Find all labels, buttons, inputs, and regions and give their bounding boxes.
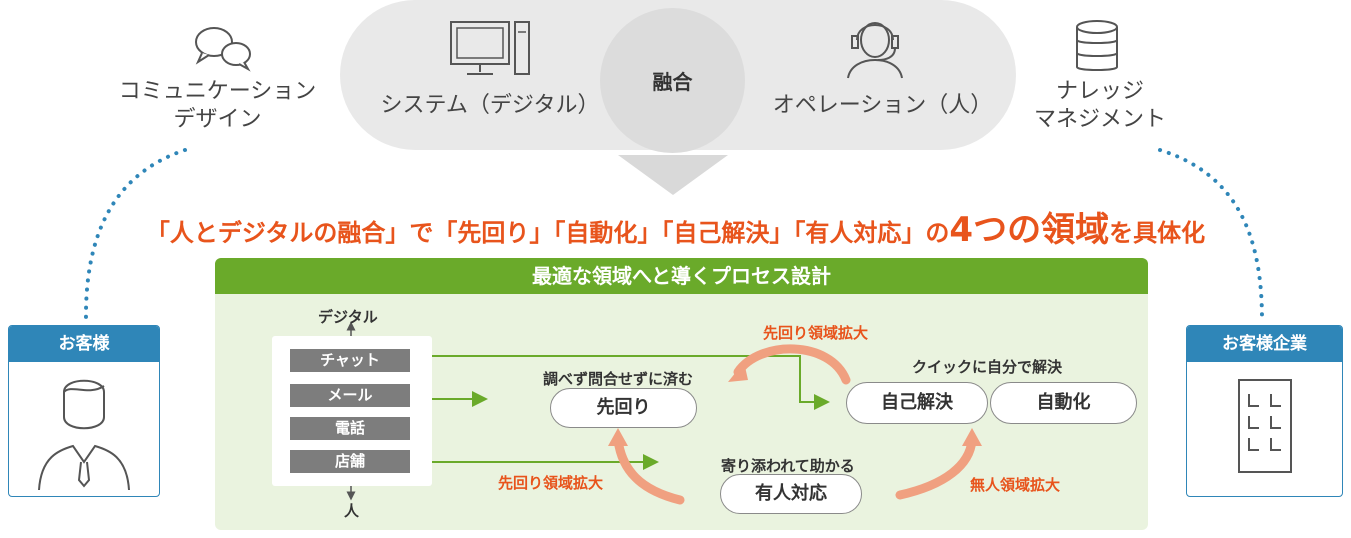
quick-caption: クイックに自分で解決 (912, 358, 1063, 376)
process-panel-title: 最適な領域へと導くプロセス設計 (215, 258, 1148, 294)
channel-phone: 電話 (290, 417, 410, 440)
sakimawari-pill: 先回り (550, 388, 697, 428)
businessman-icon (38, 379, 130, 491)
operator-icon (847, 22, 903, 79)
channel-store: 店舗 (290, 450, 410, 473)
sakimawari-caption: 調べず問合せずに済む (543, 370, 694, 388)
chat-bubbles-icon (195, 27, 251, 72)
computer-icon (450, 21, 530, 75)
headline-part1: 「人とデジタルの融合」で「先回り」「自動化」「自己解決」「有人対応」の (145, 219, 950, 247)
communication-line2: デザイン (173, 107, 262, 132)
communication-design-label: コミュニケーション デザイン (110, 78, 325, 134)
headline-part2: を具体化 (1109, 219, 1206, 247)
axis-human-label: 人 (344, 502, 360, 520)
channel-mail: メール (290, 384, 410, 407)
company-label: お客様企業 (1187, 326, 1342, 362)
axis-digital-label: デジタル (318, 308, 378, 326)
company-box: お客様企業 (1186, 325, 1343, 497)
expand-right-label: 無人領域拡大 (970, 476, 1061, 494)
staffed-pill: 有人対応 (720, 474, 862, 514)
self-solve-pill: 自己解決 (846, 382, 988, 424)
database-icon (1076, 20, 1118, 71)
expand-top-label: 先回り領域拡大 (763, 324, 869, 342)
channel-chat: チャット (290, 349, 410, 372)
yorisoi-caption: 寄り添われて助かる (721, 457, 855, 475)
customer-box: お客様 (8, 325, 160, 497)
fusion-circle: 融合 (600, 8, 745, 153)
knowledge-line2: マネジメント (1033, 107, 1166, 132)
customer-label: お客様 (9, 326, 159, 362)
headline-highlight: 4つの領域 (949, 210, 1110, 250)
expand-left-label: 先回り領域拡大 (498, 474, 604, 492)
communication-line1: コミュニケーション (118, 79, 317, 104)
system-label: システム（デジタル） (380, 93, 600, 118)
automation-pill: 自動化 (990, 382, 1137, 424)
headline: 「人とデジタルの融合」で「先回り」「自動化」「自己解決」「有人対応」の4つの領域… (0, 202, 1351, 251)
fusion-label: 融合 (652, 70, 693, 94)
operation-label: オペレーション（人） (772, 93, 993, 118)
building-icon (1238, 379, 1292, 473)
knowledge-management-label: ナレッジ マネジメント (1030, 78, 1170, 134)
knowledge-line1: ナレッジ (1055, 79, 1144, 104)
